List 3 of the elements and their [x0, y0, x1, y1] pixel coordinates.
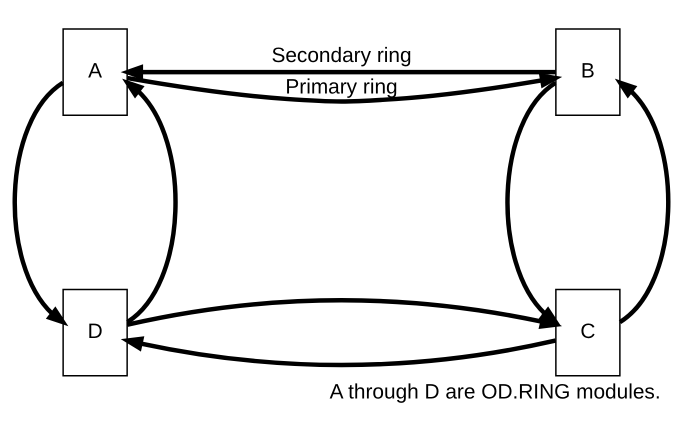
edge-label: Secondary ring — [271, 44, 412, 66]
caption: A through D are OD.RING modules. — [330, 380, 661, 403]
edge-label: Primary ring — [285, 74, 398, 98]
